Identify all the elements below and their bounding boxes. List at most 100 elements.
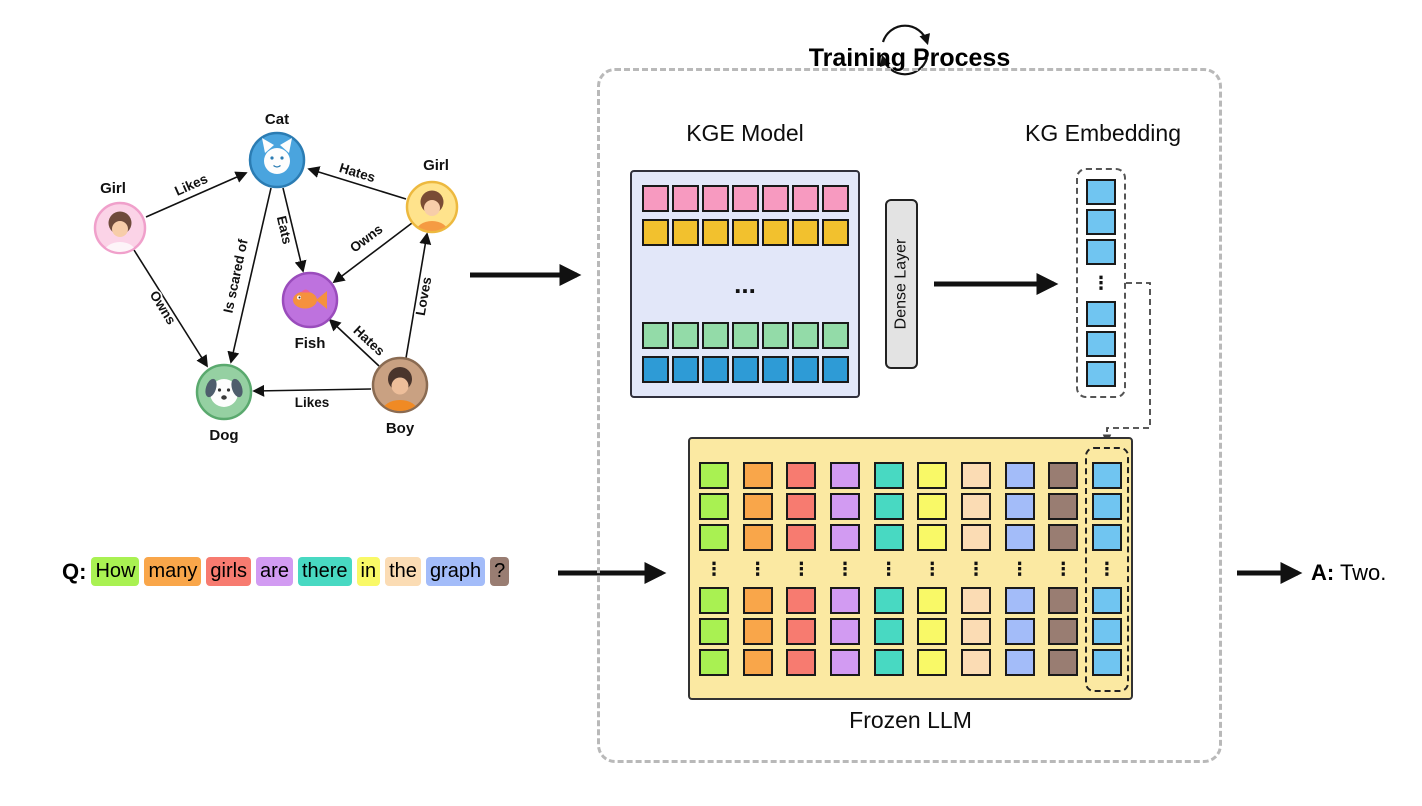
edge-label: Loves bbox=[413, 276, 435, 317]
edge-label: Hates bbox=[351, 323, 388, 359]
llm-square bbox=[786, 523, 817, 551]
llm-square bbox=[873, 461, 904, 489]
dog-icon bbox=[205, 378, 243, 407]
kge-square bbox=[671, 356, 699, 383]
llm-token-column: ⋮ bbox=[960, 451, 991, 686]
llm-square bbox=[1048, 492, 1079, 520]
llm-square bbox=[699, 492, 729, 520]
kge-square bbox=[671, 185, 699, 212]
llm-square bbox=[917, 617, 948, 645]
kge-square bbox=[641, 356, 669, 383]
kge-square bbox=[791, 356, 819, 383]
graph-node-labels: Cat Girl Girl Fish Dog Boy bbox=[100, 111, 449, 444]
question-token: are bbox=[256, 557, 293, 586]
llm-square bbox=[873, 617, 904, 645]
edge-girlyellow-hates-cat bbox=[307, 166, 407, 200]
frozen-llm-label: Frozen LLM bbox=[849, 707, 972, 733]
vertical-ellipsis: ⋮ bbox=[1010, 558, 1029, 579]
llm-square bbox=[742, 586, 773, 614]
vertical-ellipsis: ⋮ bbox=[792, 558, 811, 579]
llm-token-column: ⋮ bbox=[873, 451, 904, 686]
cycle-icon bbox=[879, 24, 931, 76]
question-token: girls bbox=[206, 557, 252, 586]
question-token: graph bbox=[425, 557, 486, 586]
kge-square bbox=[761, 356, 789, 383]
llm-token-column: ⋮ bbox=[786, 451, 817, 686]
vertical-ellipsis: ⋮ bbox=[705, 558, 723, 579]
kge-square bbox=[731, 322, 759, 349]
llm-square bbox=[1091, 523, 1122, 551]
kge-square bbox=[641, 219, 669, 246]
answer-prefix: A: bbox=[1311, 560, 1335, 585]
llm-square bbox=[1091, 461, 1122, 489]
llm-square bbox=[1048, 648, 1079, 676]
kg-embedding-square bbox=[1086, 209, 1116, 235]
llm-square bbox=[917, 461, 948, 489]
llm-square bbox=[786, 586, 817, 614]
kge-square bbox=[731, 185, 759, 212]
vertical-ellipsis: ⋮ bbox=[835, 558, 854, 579]
node-label-girl-pink: Girl bbox=[100, 180, 126, 197]
fish-icon bbox=[293, 289, 327, 309]
llm-square bbox=[742, 461, 773, 489]
llm-square bbox=[1048, 523, 1079, 551]
llm-square bbox=[699, 461, 729, 489]
answer-line: A: Two. bbox=[1311, 560, 1386, 586]
llm-square bbox=[1004, 617, 1035, 645]
llm-token-column: ⋮ bbox=[1004, 451, 1035, 686]
kge-row bbox=[641, 322, 849, 349]
vertical-ellipsis: ⋮ bbox=[879, 558, 898, 579]
edge-label: Owns bbox=[147, 288, 179, 327]
node-girl-yellow bbox=[405, 180, 459, 234]
kge-square bbox=[701, 322, 729, 349]
edge-cat-scared-of-dog bbox=[227, 187, 272, 364]
node-label-girl-yellow: Girl bbox=[423, 157, 449, 174]
llm-square bbox=[960, 461, 991, 489]
edge-cat-eats-fish bbox=[282, 187, 307, 273]
kge-square bbox=[761, 322, 789, 349]
llm-square bbox=[1048, 586, 1079, 614]
kge-model-box: ... bbox=[630, 170, 860, 398]
llm-square bbox=[1004, 492, 1035, 520]
training-process-box bbox=[597, 68, 1222, 763]
llm-square bbox=[699, 586, 729, 614]
graph-edges bbox=[133, 166, 432, 397]
llm-square bbox=[1004, 648, 1035, 676]
kge-square bbox=[671, 322, 699, 349]
kge-square bbox=[701, 185, 729, 212]
edge-label: Likes bbox=[295, 395, 330, 410]
llm-square bbox=[786, 617, 817, 645]
kg-embedding-square bbox=[1086, 301, 1116, 327]
llm-square bbox=[1004, 523, 1035, 551]
llm-square bbox=[742, 492, 773, 520]
girl-pink-avatar-icon bbox=[104, 211, 136, 252]
node-fish bbox=[281, 271, 339, 329]
question-token: ? bbox=[490, 557, 510, 586]
kge-square bbox=[791, 322, 819, 349]
girl-yellow-avatar-icon bbox=[416, 190, 448, 231]
llm-square bbox=[742, 648, 773, 676]
llm-square bbox=[1091, 492, 1122, 520]
kge-square bbox=[821, 185, 849, 212]
edge-label: Likes bbox=[172, 171, 210, 199]
kge-square bbox=[761, 185, 789, 212]
question-token: there bbox=[297, 557, 352, 586]
question-token: How bbox=[91, 557, 140, 586]
kge-square bbox=[671, 219, 699, 246]
llm-square bbox=[960, 586, 991, 614]
kge-row bbox=[641, 356, 849, 383]
dense-layer-box: Dense Layer bbox=[885, 199, 918, 369]
llm-square bbox=[873, 492, 904, 520]
llm-square bbox=[786, 492, 817, 520]
llm-square bbox=[742, 617, 773, 645]
kg-embedding-square bbox=[1086, 179, 1116, 205]
edge-label: Is scared of bbox=[220, 237, 250, 314]
boy-avatar-icon bbox=[382, 367, 418, 411]
node-label-cat: Cat bbox=[265, 111, 289, 128]
vertical-ellipsis: ⋮ bbox=[1054, 558, 1073, 579]
dense-layer-label: Dense Layer bbox=[892, 238, 910, 330]
kge-square bbox=[641, 322, 669, 349]
llm-square bbox=[1091, 617, 1122, 645]
llm-square bbox=[873, 523, 904, 551]
